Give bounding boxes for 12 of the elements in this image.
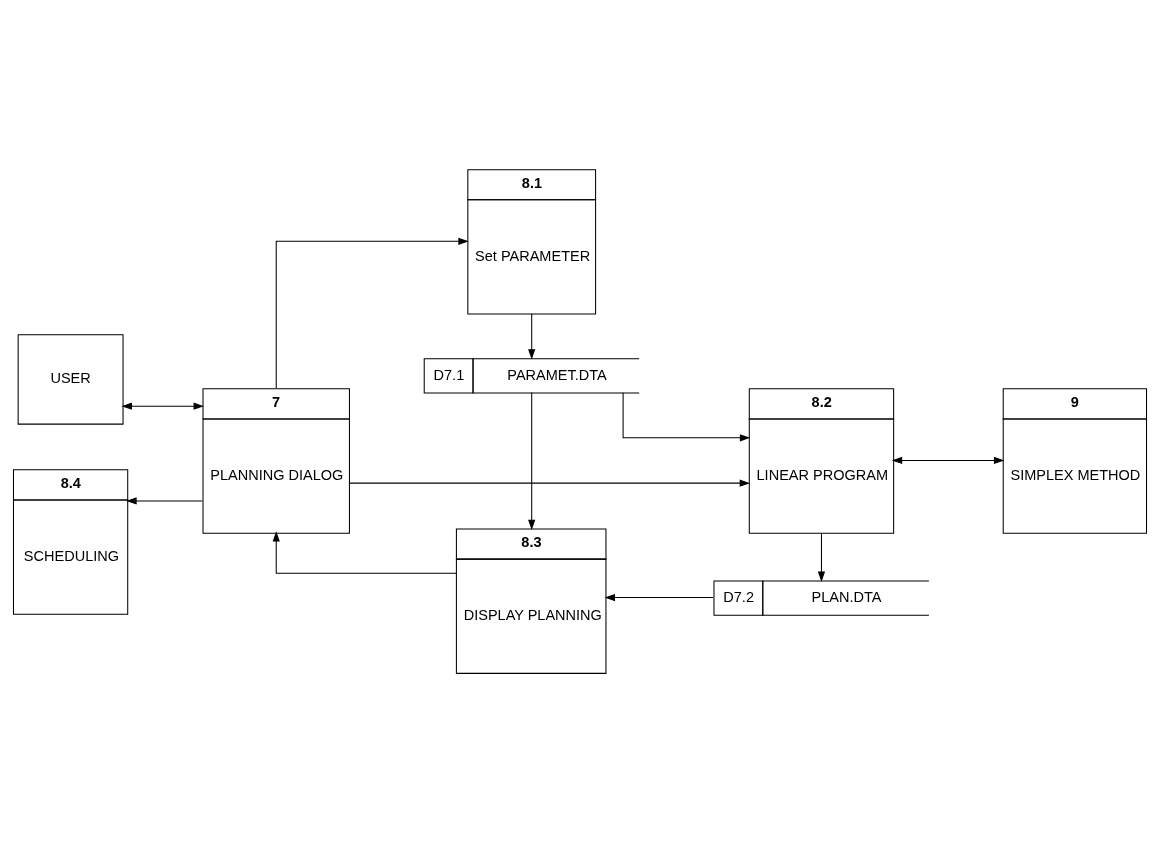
arrow [891, 456, 1004, 464]
arrow [121, 402, 204, 410]
node-box: USER [17, 333, 124, 425]
arrow [527, 312, 535, 360]
arrow [527, 391, 535, 530]
arrow [347, 479, 750, 487]
arrow [272, 530, 457, 574]
arrow [125, 496, 203, 505]
arrow [622, 391, 750, 441]
arrow [604, 593, 714, 601]
arrow [817, 532, 825, 582]
arrow [275, 237, 469, 389]
